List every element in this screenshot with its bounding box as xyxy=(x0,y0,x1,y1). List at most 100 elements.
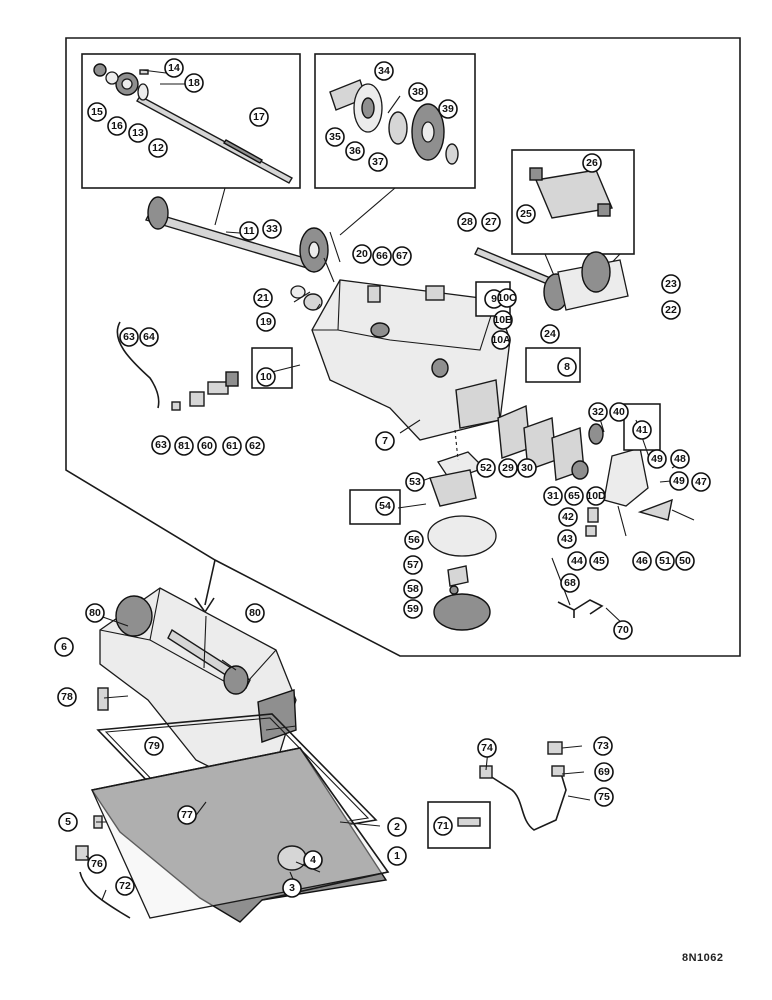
callout-35-label: 35 xyxy=(329,131,341,143)
callout-14-label: 14 xyxy=(168,62,180,74)
oil-line-63-drawing xyxy=(116,321,160,409)
callout-37-label: 37 xyxy=(372,156,384,168)
callout-17-label: 17 xyxy=(253,111,265,123)
callout-10C-label: 10C xyxy=(497,292,517,304)
callout-52-label: 52 xyxy=(480,462,492,474)
callout-65-label: 65 xyxy=(568,490,580,502)
callout-21-label: 21 xyxy=(257,292,269,304)
callout-10C: 10C xyxy=(497,288,517,308)
callout-33: 33 xyxy=(262,219,282,239)
callout-80-left: 80 xyxy=(85,603,105,623)
oil-pan-1-drawing xyxy=(90,747,390,923)
callout-70: 70 xyxy=(613,620,633,640)
callout-74: 74 xyxy=(477,738,497,758)
fitting-76-drawing xyxy=(75,845,89,861)
callout-11: 11 xyxy=(239,221,259,241)
callout-64-label: 64 xyxy=(143,331,155,343)
callout-16: 16 xyxy=(107,116,127,136)
callout-69-label: 69 xyxy=(598,766,610,778)
callout-50: 50 xyxy=(675,551,695,571)
callout-31-label: 31 xyxy=(547,490,559,502)
callout-10A-label: 10A xyxy=(491,334,511,346)
callout-52: 52 xyxy=(476,458,496,478)
callout-5: 5 xyxy=(58,812,78,832)
callout-23-label: 23 xyxy=(665,278,677,290)
callout-8: 8 xyxy=(557,357,577,377)
callout-10: 10 xyxy=(256,367,276,387)
callout-73: 73 xyxy=(593,736,613,756)
callout-3-label: 3 xyxy=(289,882,295,894)
callout-45-label: 45 xyxy=(593,555,605,567)
callout-24: 24 xyxy=(540,324,560,344)
drain-tube-72-drawing xyxy=(79,871,131,919)
callout-41: 41 xyxy=(632,420,652,440)
callout-75-label: 75 xyxy=(598,791,610,803)
callout-78-label: 78 xyxy=(61,691,73,703)
callout-57: 57 xyxy=(403,555,423,575)
callout-62: 62 xyxy=(245,436,265,456)
callout-51: 51 xyxy=(655,551,675,571)
callout-7-label: 7 xyxy=(382,435,388,447)
callout-49-bottom: 49 xyxy=(669,471,689,491)
callout-46-label: 46 xyxy=(636,555,648,567)
callout-6-label: 6 xyxy=(61,641,67,653)
callout-31: 31 xyxy=(543,486,563,506)
callout-80-right-label: 80 xyxy=(249,607,261,619)
callout-68: 68 xyxy=(560,573,580,593)
callout-14: 14 xyxy=(164,58,184,78)
frame-leader xyxy=(194,559,216,614)
callout-49-top-label: 49 xyxy=(651,453,663,465)
callout-67: 67 xyxy=(392,246,412,266)
callout-5-label: 5 xyxy=(65,816,71,828)
callout-43: 43 xyxy=(557,529,577,549)
callout-71: 71 xyxy=(433,816,453,836)
callout-17: 17 xyxy=(249,107,269,127)
callout-66: 66 xyxy=(372,246,392,266)
callout-10B: 10B xyxy=(493,310,513,330)
callout-29-label: 29 xyxy=(502,462,514,474)
callout-15: 15 xyxy=(87,102,107,122)
callout-76: 76 xyxy=(87,854,107,874)
callout-34-label: 34 xyxy=(378,65,390,77)
callout-7: 7 xyxy=(375,431,395,451)
callout-44-label: 44 xyxy=(571,555,583,567)
callout-2-label: 2 xyxy=(394,821,400,833)
callout-2: 2 xyxy=(387,817,407,837)
shaft-12-drawing xyxy=(93,63,293,184)
callout-25: 25 xyxy=(516,204,536,224)
callout-81-label: 81 xyxy=(178,440,190,452)
callout-11-label: 11 xyxy=(243,225,254,237)
pump-shaft-drawing xyxy=(474,247,629,311)
callout-77: 77 xyxy=(177,805,197,825)
callout-36-label: 36 xyxy=(349,145,361,157)
callout-10D-label: 10D xyxy=(586,490,606,502)
callout-39-label: 39 xyxy=(442,103,454,115)
callout-72: 72 xyxy=(115,876,135,896)
inset-pump-gear-detail xyxy=(511,149,635,255)
callout-21: 21 xyxy=(253,288,273,308)
callout-76-label: 76 xyxy=(91,858,103,870)
callout-4-label: 4 xyxy=(310,854,316,866)
callout-28: 28 xyxy=(457,212,477,232)
callout-75: 75 xyxy=(594,787,614,807)
callout-30-label: 30 xyxy=(521,462,533,474)
upper-assembly-frame xyxy=(65,37,741,657)
callout-78: 78 xyxy=(57,687,77,707)
callout-48-top-label: 48 xyxy=(674,453,686,465)
callout-39: 39 xyxy=(438,99,458,119)
callout-54-label: 54 xyxy=(379,500,391,512)
callout-80-left-label: 80 xyxy=(89,607,101,619)
callout-19-label: 19 xyxy=(260,316,272,328)
callout-60: 60 xyxy=(197,436,217,456)
callout-53-label: 53 xyxy=(409,476,421,488)
callout-36: 36 xyxy=(345,141,365,161)
callout-66-label: 66 xyxy=(376,250,388,262)
callout-28-label: 28 xyxy=(461,216,473,228)
callout-40: 40 xyxy=(609,402,629,422)
callout-65: 65 xyxy=(564,486,584,506)
callout-29: 29 xyxy=(498,458,518,478)
callout-34: 34 xyxy=(374,61,394,81)
callout-12-label: 12 xyxy=(152,142,164,154)
callout-10-label: 10 xyxy=(260,371,272,383)
callout-38: 38 xyxy=(408,82,428,102)
